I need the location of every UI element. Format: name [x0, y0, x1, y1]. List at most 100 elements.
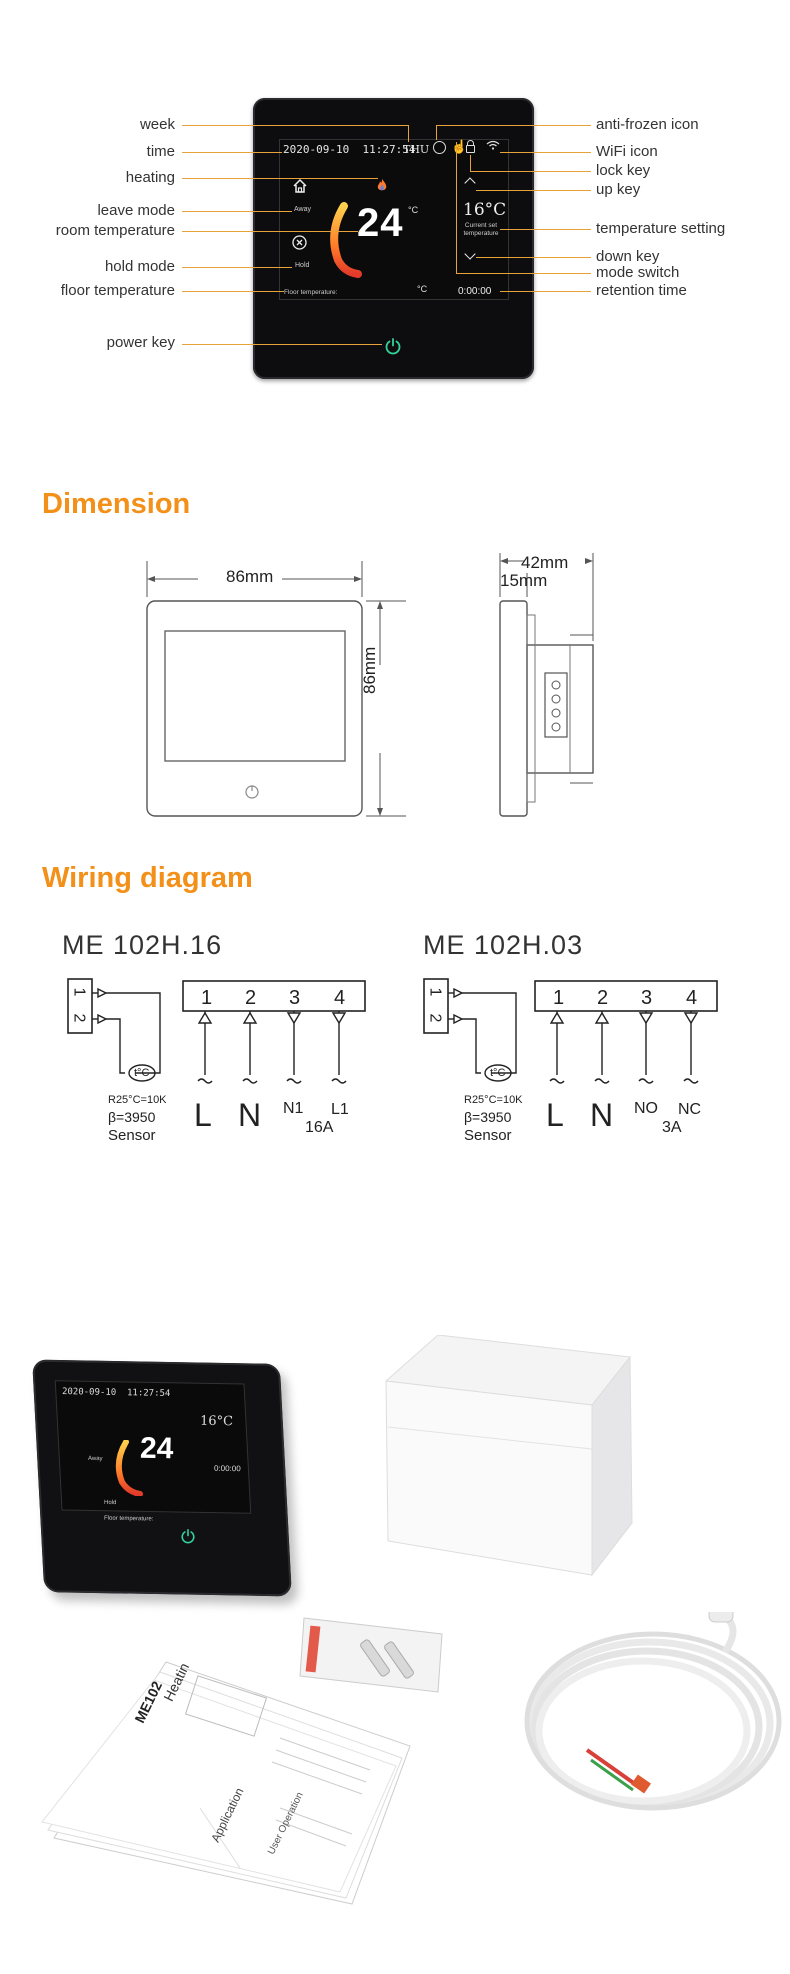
callout-anti-frozen-icon: anti-frozen icon	[596, 116, 699, 133]
screen-week: THU	[403, 143, 430, 156]
terminal-1-4: 4	[334, 987, 346, 1009]
callout-mode-switch: mode switch	[596, 264, 680, 281]
sensor-spec-1-b: β=3950	[108, 1109, 156, 1125]
sensor-spec-1-c: Sensor	[108, 1127, 156, 1144]
leader-up	[476, 190, 591, 191]
callout-room-temperature: room temperature	[55, 222, 175, 239]
leader-retention-time	[500, 291, 591, 292]
front-view-screen	[164, 630, 346, 762]
lock-icon[interactable]	[466, 145, 475, 153]
leader-hold-mode	[182, 267, 292, 268]
leader-floor-temperature	[182, 291, 284, 292]
leader-mode-switch-rise	[456, 142, 457, 273]
leader-lock-drop	[470, 155, 471, 171]
sensor-spec-1-a: R25°C=10K	[108, 1094, 167, 1106]
wifi-icon	[486, 140, 500, 150]
callout-time: time	[146, 143, 175, 160]
callout-hold-mode: hold mode	[104, 258, 175, 275]
dimension-height-label: 86mm	[360, 646, 379, 694]
temperature-arc	[330, 202, 362, 278]
sensor-spec-2-a: R25°C=10K	[464, 1094, 523, 1106]
terminal-2-4: 4	[686, 987, 698, 1009]
leader-week	[182, 125, 408, 126]
product-photo-datetime: 2020-09-10 11:27:54	[61, 1387, 171, 1399]
leader-time	[182, 152, 282, 153]
sensor-terminal-1-2: 2	[70, 1013, 88, 1023]
dimension-front-depth-label: 15mm	[500, 571, 548, 590]
product-photo-hold: Hold	[103, 1499, 117, 1507]
leader-down	[476, 257, 591, 258]
power-key-icon[interactable]	[384, 337, 402, 355]
user-manual	[41, 1661, 411, 1905]
leader-temperature-setting	[500, 229, 591, 230]
wire-1-N1: N1	[283, 1100, 304, 1117]
front-view-outline	[146, 600, 363, 817]
terminal-1-3: 3	[289, 987, 301, 1009]
rating-1: 16A	[305, 1119, 334, 1136]
terminal-2-3: 3	[641, 987, 653, 1009]
wiring-title: Wiring diagram	[42, 862, 253, 894]
dimension-title: Dimension	[42, 488, 191, 520]
product-photo-timer: 0:00:00	[213, 1463, 241, 1474]
leader-wifi	[500, 152, 591, 153]
lock-shackle-icon	[467, 140, 474, 146]
terminal-2-2: 2	[597, 987, 609, 1009]
sensor-symbol-2: t°C	[490, 1067, 506, 1079]
anti-frozen-icon	[433, 141, 446, 154]
hold-icon[interactable]	[292, 235, 307, 250]
terminal-1-2: 2	[245, 987, 257, 1009]
callout-heating: heating	[125, 169, 175, 186]
leader-room-temperature	[182, 231, 358, 232]
callout-up-key: up key	[596, 181, 641, 198]
hold-label: Hold	[295, 262, 310, 269]
rating-2: 3A	[662, 1119, 682, 1136]
leader-week-drop	[408, 125, 409, 142]
side-view-front	[499, 600, 528, 817]
wire-1-L: L	[194, 1097, 212, 1133]
callout-power-key: power key	[106, 334, 175, 351]
dimension-depth-label: 42mm	[521, 553, 569, 572]
room-temperature-unit: °C	[408, 205, 419, 215]
leader-anti-frozen	[436, 125, 591, 126]
callout-leave-mode: leave mode	[97, 202, 175, 219]
heating-flame-icon	[377, 179, 387, 191]
screw-bag	[299, 1617, 443, 1693]
side-view-body	[526, 644, 594, 774]
sensor-terminal-1-1: 1	[70, 987, 88, 997]
product-photo-away: Away	[87, 1455, 103, 1463]
callout-floor-temperature: floor temperature	[60, 282, 175, 299]
terminal-1-1: 1	[201, 987, 213, 1009]
sensor-cable	[524, 1612, 782, 1811]
callout-week: week	[139, 116, 175, 133]
terminal-2-1: 1	[553, 987, 565, 1009]
room-temperature-value: 24	[357, 201, 404, 245]
callout-temperature-setting: temperature setting	[596, 220, 726, 237]
wire-2-NO: NO	[634, 1100, 658, 1117]
wiring-lines-2	[423, 978, 718, 1084]
dimension-width-label: 86mm	[226, 567, 274, 586]
hand-icon: ☝	[451, 139, 468, 154]
wire-2-NC: NC	[678, 1101, 702, 1118]
callout-lock-key: lock key	[596, 162, 651, 179]
sensor-spec-2-b: β=3950	[464, 1109, 512, 1125]
product-photo-arc	[115, 1440, 143, 1496]
dimension-drawing	[146, 553, 594, 817]
sensor-spec-2-c: Sensor	[464, 1127, 512, 1144]
leader-leave-mode	[182, 211, 292, 212]
retention-timer: 0:00:00	[458, 286, 492, 297]
wire-1-L1: L1	[331, 1101, 349, 1118]
home-icon[interactable]	[292, 178, 308, 194]
callout-down-key: down key	[596, 248, 660, 265]
wiring-model-1: ME 102H.16	[62, 930, 223, 960]
wire-1-N: N	[238, 1097, 262, 1133]
leader-anti-frozen-drop	[436, 125, 437, 140]
sensor-terminal-2-2: 2	[426, 1013, 444, 1023]
product-photo-set-temp: 16°C	[199, 1413, 234, 1430]
leader-lock	[470, 171, 591, 172]
sensor-terminal-2-1: 1	[426, 987, 444, 997]
wiring-lines-1	[67, 978, 366, 1084]
product-photo-power-icon	[181, 1528, 195, 1544]
side-view-terminal-block	[544, 672, 568, 738]
sensor-symbol-1: t°C	[134, 1067, 150, 1079]
product-box	[384, 1335, 633, 1577]
